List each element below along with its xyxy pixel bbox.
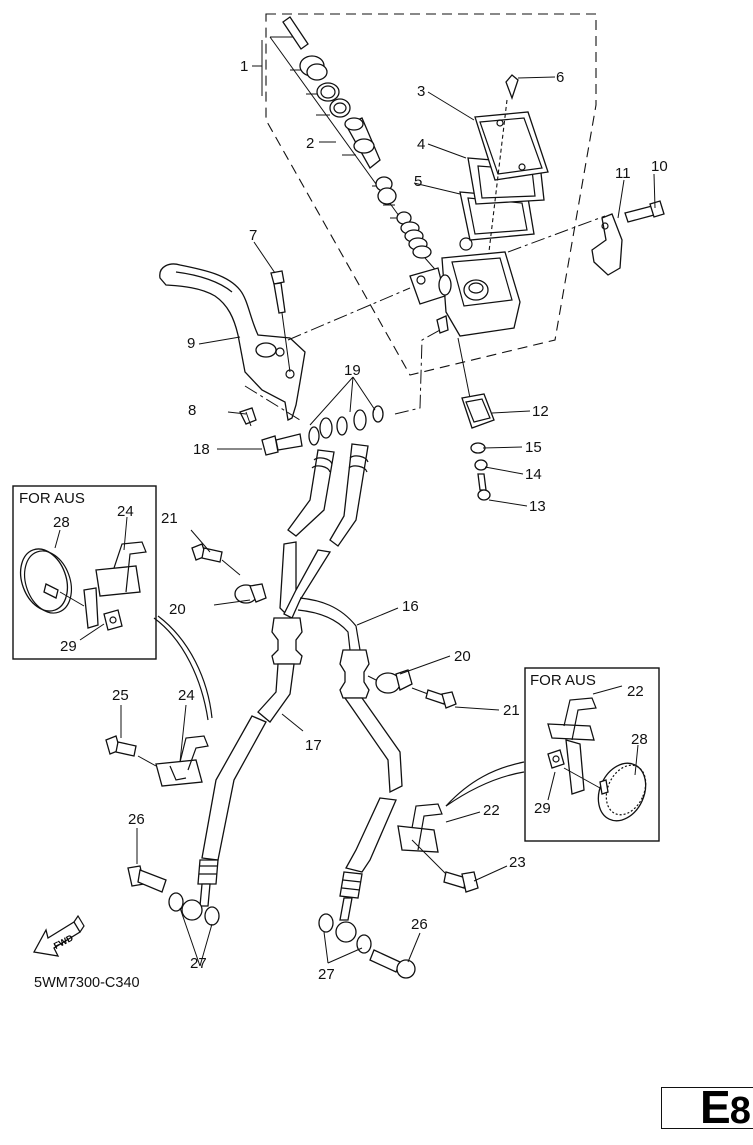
callout-4: 4 <box>417 136 425 153</box>
callout-16: 16 <box>402 598 419 615</box>
lower-left-holder-drawing <box>105 615 213 787</box>
callout-19: 19 <box>344 362 361 379</box>
callout-22-lower: 22 <box>483 802 500 819</box>
callout-10: 10 <box>651 158 668 175</box>
lower-right-holder-drawing <box>397 761 525 893</box>
callout-20-upper: 20 <box>169 601 186 618</box>
callout-22-inset-right: 22 <box>627 683 644 700</box>
upper-clamp-drawing <box>191 543 267 604</box>
fwd-arrow-icon: FWD <box>32 914 85 957</box>
callout-7: 7 <box>249 227 257 244</box>
page-tag: E8 <box>700 1081 751 1134</box>
callout-21-right: 21 <box>503 702 520 719</box>
brake-hose-17-drawing <box>197 663 295 907</box>
callout-24-inset-left: 24 <box>117 503 134 520</box>
figure-code: 5WM7300-C340 <box>34 975 140 991</box>
callout-23: 23 <box>509 854 526 871</box>
callout-29-inset-right: 29 <box>534 800 551 817</box>
callout-3: 3 <box>417 83 425 100</box>
callout-17: 17 <box>305 737 322 754</box>
brake-switch-drawing <box>394 329 495 501</box>
callout-27-right: 27 <box>318 966 335 983</box>
kit-boundary <box>265 13 597 376</box>
holder-and-bolt-drawing <box>507 200 665 276</box>
callout-28-inset-left: 28 <box>53 514 70 531</box>
callout-leaders <box>54 40 656 967</box>
callout-21-upper: 21 <box>161 510 178 527</box>
callout-24-lower: 24 <box>178 687 195 704</box>
upper-union-drawing <box>261 405 384 547</box>
reservoir-cap-drawing <box>459 74 549 261</box>
page-tag-number: 8 <box>729 1090 751 1132</box>
callout-8: 8 <box>188 402 196 419</box>
lower-union-left-drawing <box>127 865 220 926</box>
callout-18: 18 <box>193 441 210 458</box>
callout-15: 15 <box>525 439 542 456</box>
callout-labels: 1 2 3 4 5 6 7 9 8 10 11 19 12 18 15 14 1… <box>53 58 668 983</box>
inset-right-label: FOR AUS <box>530 672 596 689</box>
callout-20-right: 20 <box>454 648 471 665</box>
callout-29-inset-left: 29 <box>60 638 77 655</box>
inset-for-aus-left: FOR AUS <box>12 485 157 660</box>
callout-28-inset-right: 28 <box>631 731 648 748</box>
middle-hoses-drawing <box>271 541 370 699</box>
callout-13: 13 <box>529 498 546 515</box>
callout-14: 14 <box>525 466 542 483</box>
callout-9: 9 <box>187 335 195 352</box>
callout-25: 25 <box>112 687 129 704</box>
callout-11: 11 <box>615 165 631 182</box>
inset-left-label: FOR AUS <box>19 490 85 507</box>
page-tag-letter: E <box>700 1081 731 1133</box>
callout-6: 6 <box>556 69 564 86</box>
callout-5: 5 <box>414 173 422 190</box>
callout-1: 1 <box>240 58 248 75</box>
callout-27-left: 27 <box>190 955 207 972</box>
piston-assembly-drawing <box>269 16 441 276</box>
callout-26-right: 26 <box>411 916 428 933</box>
brake-lever-drawing <box>159 263 411 425</box>
callout-26-left: 26 <box>128 811 145 828</box>
right-clamp-drawing <box>367 669 457 709</box>
brake-hose-right-lower-drawing <box>339 697 403 921</box>
page-tag-box <box>661 1087 753 1129</box>
callout-12: 12 <box>532 403 549 420</box>
master-cylinder-body-drawing <box>409 237 521 337</box>
callout-2: 2 <box>306 135 314 152</box>
inset-for-aus-right: FOR AUS <box>524 667 660 842</box>
